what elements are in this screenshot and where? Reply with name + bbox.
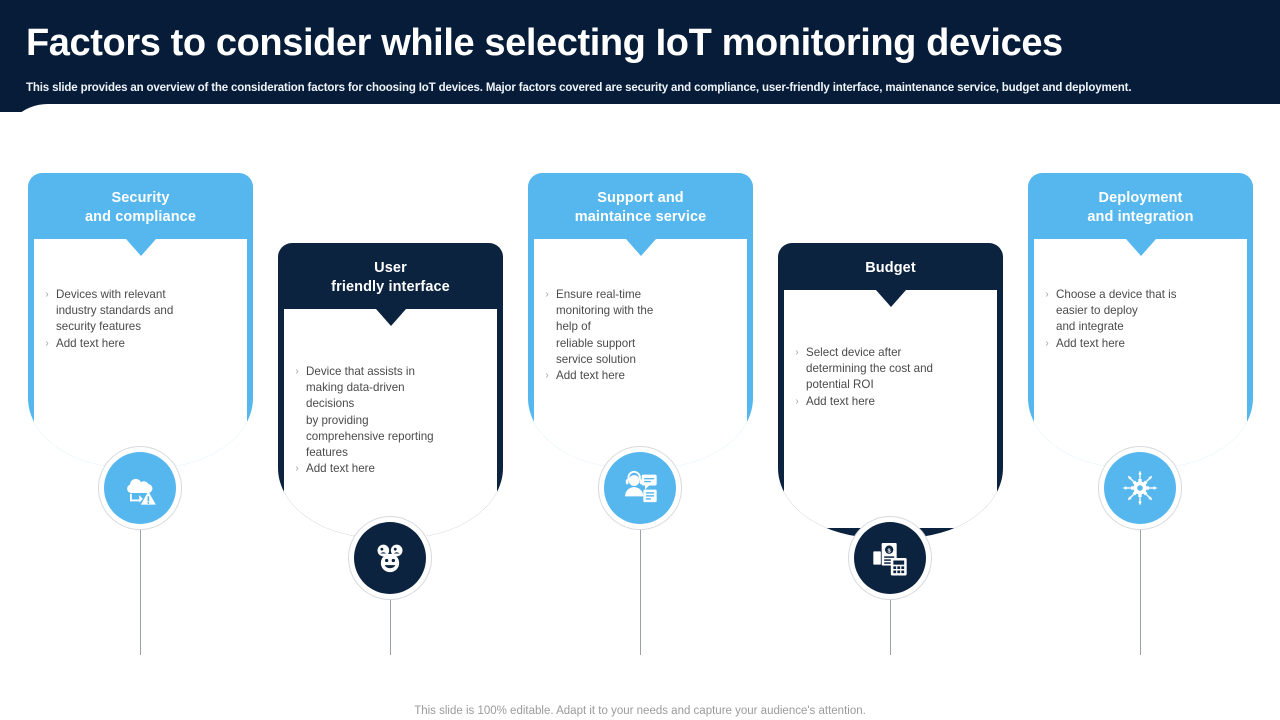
- factor-icon-badge[interactable]: $: [854, 522, 926, 594]
- card-title-line1: Security: [111, 190, 170, 206]
- page-subtitle: This slide provides an overview of the c…: [26, 82, 1132, 94]
- chevron-right-icon: ›: [295, 366, 299, 377]
- chevron-right-icon: ›: [1045, 337, 1049, 349]
- chevron-right-icon: ›: [295, 463, 299, 475]
- cloud-alert-icon: [127, 478, 156, 505]
- list-item: › Select device after determining the co…: [788, 345, 987, 394]
- list-item: › Add text here: [288, 461, 487, 477]
- chevron-right-icon: ›: [45, 337, 49, 349]
- card-body: › Device that assists in making data-dri…: [284, 309, 497, 538]
- bullet-text: Ensure real-time monitoring with the hel…: [556, 288, 654, 366]
- diagram-stage: Security and compliance › Devices with re…: [0, 112, 1280, 720]
- slide-header: Factors to consider while selecting IoT …: [0, 0, 1280, 112]
- connector-stem: [1140, 524, 1141, 655]
- chevron-right-icon: ›: [545, 370, 549, 382]
- bullet-list: › Device that assists in making data-dri…: [284, 309, 497, 477]
- connector-stem: [390, 594, 391, 655]
- shield-shape: Budget › Select device after determining…: [778, 243, 1003, 538]
- card-title-line1: User: [374, 260, 407, 276]
- notch-arrow: [625, 239, 656, 256]
- card-title-line2: and integration: [1087, 209, 1194, 225]
- footer-note: This slide is 100% editable. Adapt it to…: [414, 705, 866, 717]
- card-body: › Devices with relevant industry standar…: [34, 239, 247, 468]
- card-title: User friendly interface: [284, 249, 497, 309]
- factor-card[interactable]: Deployment and integration › Choose a dev…: [1028, 173, 1253, 468]
- factor-icon-badge[interactable]: [604, 452, 676, 524]
- connector-stem: [890, 594, 891, 655]
- factor-card[interactable]: User friendly interface › Device that ass…: [278, 243, 503, 538]
- bullet-text: Select device after determining the cost…: [806, 346, 933, 392]
- card-title: Budget: [784, 249, 997, 290]
- card-title: Security and compliance: [34, 179, 247, 239]
- list-item: › Add text here: [1038, 336, 1237, 352]
- card-body: › Choose a device that is easier to depl…: [1034, 239, 1247, 468]
- factor-icon-badge[interactable]: [1104, 452, 1176, 524]
- bullet-text: Add text here: [56, 336, 125, 350]
- bullet-list: › Devices with relevant industry standar…: [34, 239, 247, 352]
- list-item: › Device that assists in making data-dri…: [288, 364, 487, 461]
- chevron-right-icon: ›: [795, 347, 799, 358]
- chevron-right-icon: ›: [1045, 289, 1049, 300]
- notch-arrow: [375, 309, 406, 326]
- list-item: › Choose a device that is easier to depl…: [1038, 287, 1237, 336]
- bullet-list: › Ensure real-time monitoring with the h…: [534, 239, 747, 384]
- bullet-text: Devices with relevant industry standards…: [56, 288, 174, 334]
- bullet-text: Add text here: [306, 462, 375, 476]
- list-item: › Devices with relevant industry standar…: [38, 287, 237, 336]
- factor-card[interactable]: Budget › Select device after determining…: [778, 243, 1003, 538]
- factor-icon-badge[interactable]: [104, 452, 176, 524]
- chevron-right-icon: ›: [545, 289, 549, 300]
- support-agent-icon: [625, 470, 657, 503]
- list-item: › Add text here: [538, 368, 737, 384]
- chevron-right-icon: ›: [45, 289, 49, 300]
- shield-shape: Security and compliance › Devices with re…: [28, 173, 253, 468]
- connector-stem: [640, 524, 641, 655]
- bullet-list: › Choose a device that is easier to depl…: [1034, 239, 1247, 352]
- page-title: Factors to consider while selecting IoT …: [26, 22, 1063, 64]
- card-title-line2: maintaince service: [574, 209, 707, 225]
- notch-arrow: [1125, 239, 1156, 256]
- card-body: › Ensure real-time monitoring with the h…: [534, 239, 747, 468]
- notch-arrow: [875, 290, 906, 307]
- bullet-text: Add text here: [1056, 336, 1125, 350]
- bullet-text: Add text here: [806, 394, 875, 408]
- card-body: › Select device after determining the co…: [784, 290, 997, 528]
- list-item: › Ensure real-time monitoring with the h…: [538, 287, 737, 368]
- factor-card[interactable]: Security and compliance › Devices with re…: [28, 173, 253, 468]
- shield-shape: User friendly interface › Device that ass…: [278, 243, 503, 538]
- shield-shape: Deployment and integration › Choose a dev…: [1028, 173, 1253, 468]
- notch-arrow: [125, 239, 156, 256]
- card-title-line1: Support and: [597, 190, 684, 206]
- list-item: › Add text here: [788, 394, 987, 410]
- card-title-line2: and compliance: [85, 209, 196, 225]
- factor-card[interactable]: Support and maintaince service › Ensure r…: [528, 173, 753, 468]
- card-title-line1: Deployment: [1098, 190, 1183, 206]
- bullet-text: Choose a device that is easier to deploy…: [1056, 288, 1177, 334]
- connector-stem: [140, 524, 141, 655]
- gear-network-icon: [1123, 471, 1157, 505]
- card-title: Support and maintaince service: [534, 179, 747, 239]
- bullet-list: › Select device after determining the co…: [784, 290, 997, 410]
- card-title-line2: friendly interface: [331, 279, 450, 295]
- factor-icon-badge[interactable]: [354, 522, 426, 594]
- shield-shape: Support and maintaince service › Ensure r…: [528, 173, 753, 468]
- list-item: › Add text here: [38, 336, 237, 352]
- card-title-line1: Budget: [865, 260, 916, 276]
- bullet-text: Device that assists in making data-drive…: [306, 365, 434, 460]
- users-smiley-icon: [377, 544, 403, 573]
- chevron-right-icon: ›: [795, 395, 799, 407]
- bullet-text: Add text here: [556, 369, 625, 383]
- invoice-calculator-icon: $: [873, 543, 907, 576]
- card-title: Deployment and integration: [1034, 179, 1247, 239]
- svg-text:$: $: [888, 548, 892, 554]
